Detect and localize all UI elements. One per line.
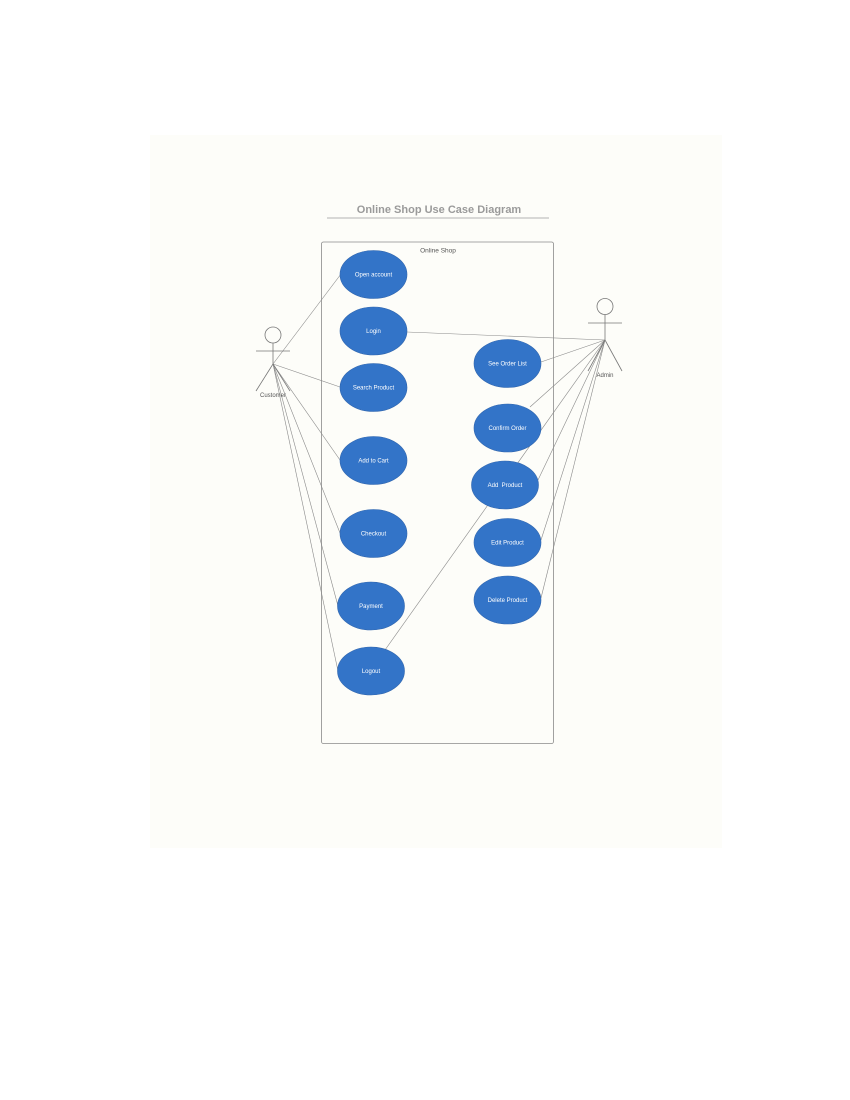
use-case-label: Add to Cart (358, 459, 389, 465)
use-case-add-product[interactable]: Add Product (471, 460, 539, 510)
use-case-search-product[interactable]: Search Product (339, 363, 408, 412)
association-customer-logout (272, 363, 339, 672)
association-admin-add-product (537, 339, 606, 481)
use-case-ellipse (337, 646, 405, 696)
use-case-add-to-cart[interactable]: Add to Cart (339, 436, 408, 485)
use-case-label: Login (366, 329, 381, 335)
association-lines (272, 273, 606, 672)
actor-admin[interactable]: Admin (587, 298, 623, 380)
association-admin-see-order-list (540, 339, 606, 363)
system-label: Online Shop (420, 248, 456, 255)
association-customer-payment (272, 363, 339, 607)
use-case-logout[interactable]: Logout (337, 646, 405, 696)
use-case-delete-product[interactable]: Delete Product (473, 575, 542, 625)
actor-label-customer: Customer (260, 393, 286, 399)
actor-label-admin: Admin (596, 373, 613, 379)
use-case-confirm-order[interactable]: Confirm Order (473, 403, 542, 453)
use-case-label: Search Product (353, 386, 395, 392)
use-case-label: Edit Product (491, 541, 524, 547)
actor-customer[interactable]: Customer (255, 326, 291, 399)
association-customer-checkout (272, 363, 341, 534)
use-case-ellipse (339, 363, 408, 412)
use-case-label: Confirm Order (488, 426, 526, 432)
actor-right-leg (604, 339, 623, 372)
use-case-edit-product[interactable]: Edit Product (473, 518, 542, 567)
actor-left-leg (587, 339, 606, 372)
use-case-ellipse (337, 581, 405, 631)
association-admin-login (406, 331, 606, 341)
use-case-label: Open account (355, 273, 393, 279)
diagram-title: Online Shop Use Case Diagram (357, 204, 522, 216)
use-case-ellipse (339, 436, 408, 485)
association-admin-confirm-order (529, 339, 606, 408)
use-case-checkout[interactable]: Checkout (339, 509, 408, 558)
use-case-ellipse (471, 460, 539, 510)
use-case-open-account[interactable]: Open account (339, 250, 408, 299)
use-case-label: See Order List (488, 362, 527, 368)
use-case-ellipse (339, 250, 408, 299)
use-case-label: Checkout (361, 532, 387, 538)
use-case-label: Delete Product (488, 598, 528, 604)
association-customer-add-to-cart (272, 363, 341, 461)
use-case-payment[interactable]: Payment (337, 581, 405, 631)
use-case-ellipse (473, 339, 542, 388)
use-case-ellipse (473, 403, 542, 453)
actor-left-leg (255, 363, 274, 392)
use-case-label: Add Product (488, 483, 523, 489)
actor-right-leg (272, 363, 291, 392)
use-case-ellipse (473, 575, 542, 625)
use-case-ellipse (339, 509, 408, 558)
association-customer-search-product (272, 363, 341, 388)
use-case-ellipse (339, 306, 408, 356)
use-case-label: Logout (362, 669, 381, 675)
use-case-see-order-list[interactable]: See Order List (473, 339, 542, 388)
association-admin-edit-product (540, 339, 606, 541)
association-customer-open-account (272, 273, 342, 365)
association-admin-delete-product (540, 339, 606, 599)
use-case-login[interactable]: Login (339, 306, 408, 356)
use-case-ellipse (473, 518, 542, 567)
use-case-label: Payment (359, 604, 383, 610)
